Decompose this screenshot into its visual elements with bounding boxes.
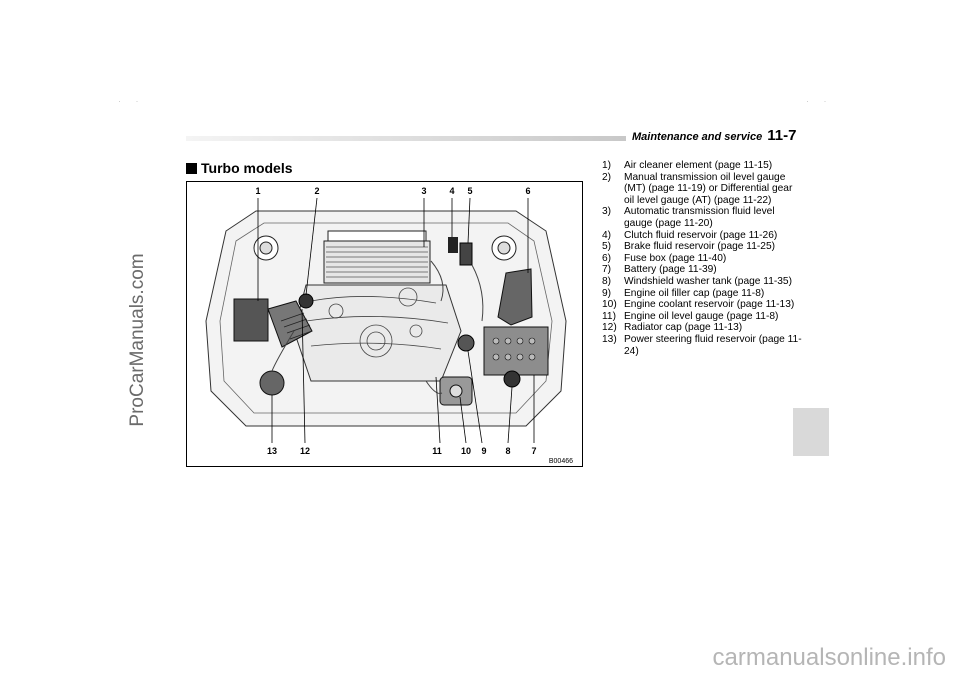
legend-item: 12)Radiator cap (page 11-13)	[602, 322, 743, 334]
callout-3: 3	[421, 186, 426, 196]
running-header: Maintenance and service 11-7	[632, 127, 797, 144]
legend-item: 11)Engine oil level gauge (page 11-8)	[602, 310, 779, 322]
section-title-text: Turbo models	[201, 160, 293, 176]
chapter-tab	[793, 408, 829, 456]
header-rule	[186, 136, 626, 141]
engine-bay-illustration: 1 2 3 4 5 6 13 12 11 10 9 8 7 B00466	[186, 181, 583, 467]
legend-item: 7)Battery (page 11-39)	[602, 264, 717, 276]
callout-9: 9	[481, 446, 486, 456]
callout-8: 8	[505, 446, 510, 456]
square-bullet-icon	[186, 163, 197, 174]
legend-item: 8)Windshield washer tank (page 11-35)	[602, 275, 792, 287]
legend-item: 3)Automatic transmission fluid level gau…	[602, 206, 775, 229]
legend-item: 13)Power steering fluid reservoir (page …	[602, 333, 802, 357]
side-watermark: ProCarManuals.com	[127, 253, 148, 427]
callout-2: 2	[314, 186, 319, 196]
legend-item: 10)Engine coolant reservoir (page 11-13)	[602, 299, 795, 311]
page-number: 11-7	[767, 127, 797, 144]
legend-item: 2)Manual transmission oil level gauge (M…	[602, 171, 793, 206]
legend-item: 5)Brake fluid reservoir (page 11-25)	[602, 241, 775, 253]
callout-13: 13	[267, 446, 277, 456]
callout-4: 4	[449, 186, 454, 196]
figure-code: B00466	[549, 458, 573, 465]
corner-mark: · ·	[118, 96, 145, 106]
section-title: Turbo models	[186, 160, 293, 176]
callout-12: 12	[300, 446, 310, 456]
legend-item: 1)Air cleaner element (page 11-15)	[602, 160, 773, 171]
chapter-title: Maintenance and service	[632, 131, 763, 143]
footer-watermark: carmanualsonline.info	[712, 644, 946, 671]
legend-item: 6)Fuse box (page 11-40)	[602, 252, 727, 264]
legend-item: 9)Engine oil filler cap (page 11-8)	[602, 287, 765, 299]
callout-1: 1	[255, 186, 260, 196]
callout-5: 5	[467, 186, 472, 196]
callout-7: 7	[531, 446, 536, 456]
callout-11: 11	[432, 446, 442, 456]
legend-item: 4)Clutch fluid reservoir (page 11-26)	[602, 229, 778, 241]
callout-10: 10	[461, 446, 471, 456]
engine-bay-figure: 1 2 3 4 5 6 13 12 11 10 9 8 7 B00466	[186, 181, 583, 467]
callout-6: 6	[525, 186, 530, 196]
corner-mark: · ·	[806, 96, 833, 106]
parts-legend: 1)Air cleaner element (page 11-15) 2)Man…	[602, 160, 802, 357]
